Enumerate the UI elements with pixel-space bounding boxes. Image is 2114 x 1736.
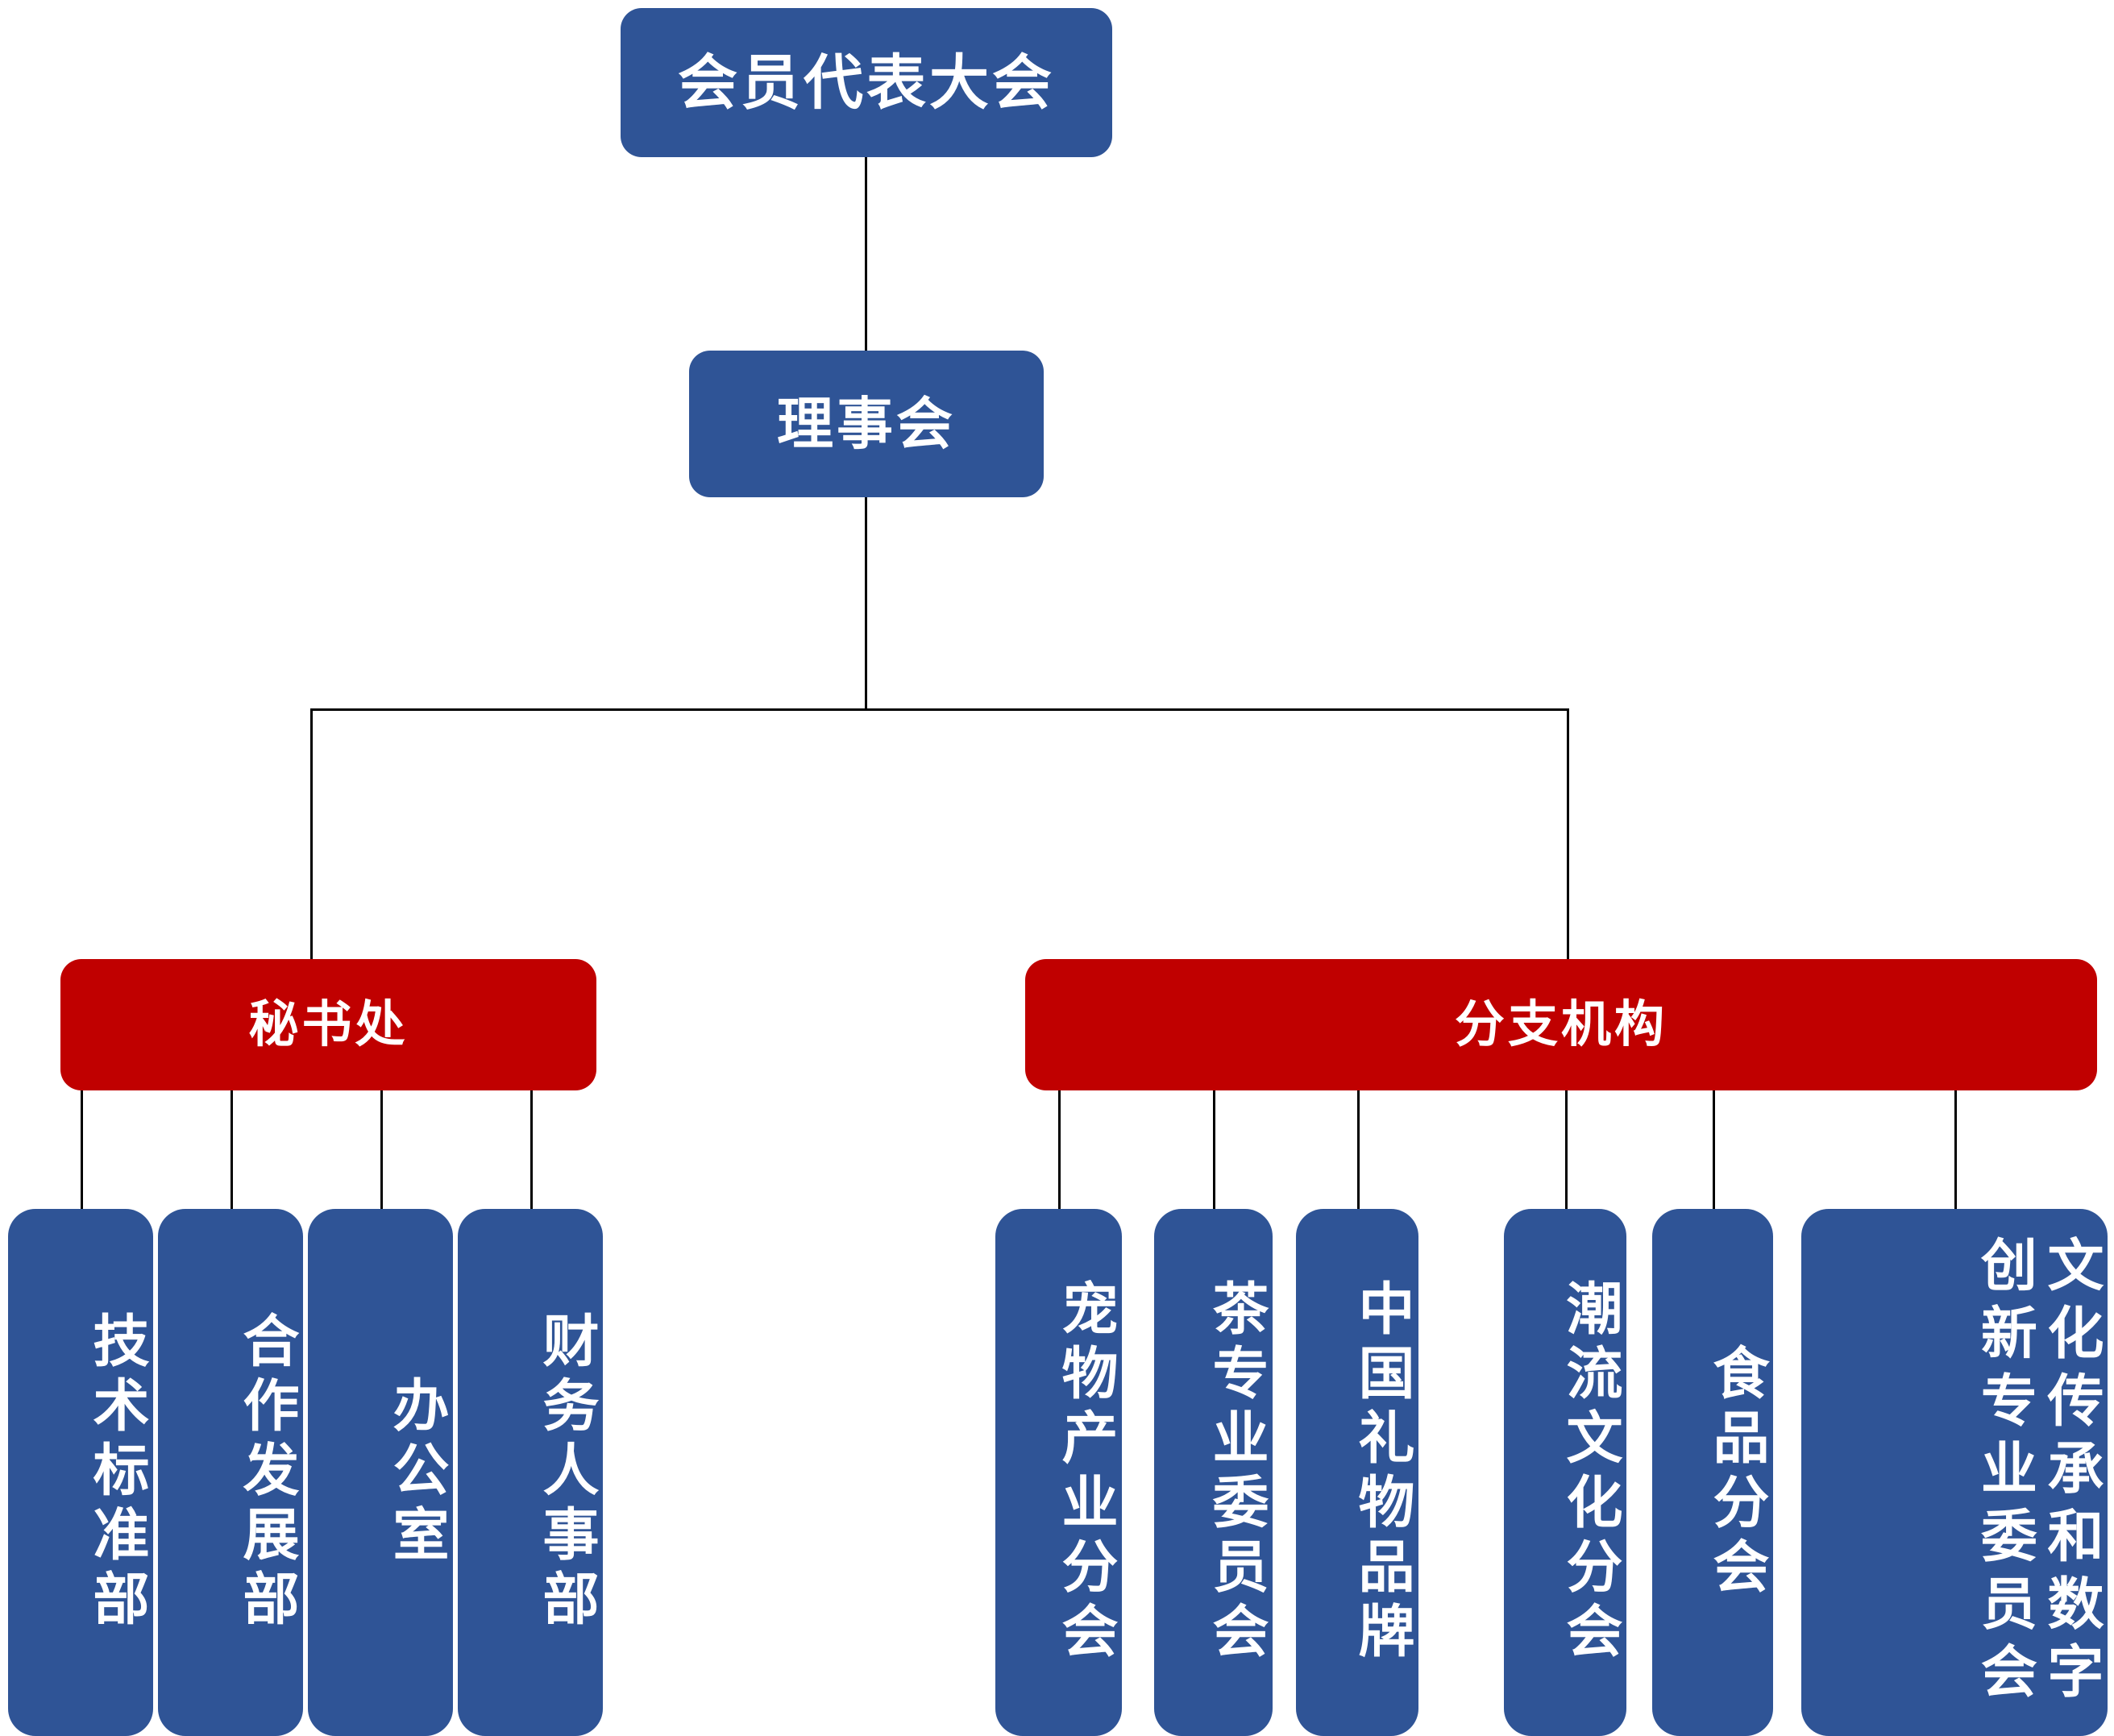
node-office[interactable]: 办公室 [308,1209,453,1736]
connector-bus-to-branches [1567,708,1569,960]
connector-branches-to-culture [1954,1090,1957,1211]
node-food-branch[interactable]: 食品分会 [1652,1209,1773,1736]
connector-branches-to-pet [1058,1090,1061,1211]
node-trend-culture-branch[interactable]: 潮流文化分会 [1504,1209,1626,1736]
connector-secretariat-to-coop [231,1090,233,1211]
connector-council-bus [310,708,1569,711]
node-technical-standards-dept[interactable]: 技术标准部 [8,1209,153,1736]
node-secretariat[interactable]: 秘书处 [60,959,596,1090]
connector-bus-to-secretariat [310,708,313,960]
connector-secretariat-to-finance [530,1090,533,1211]
node-finance-hr-dept[interactable]: 财务人事部 [458,1209,603,1736]
node-pet-industry-branch[interactable]: 宠物产业分会 [995,1209,1122,1736]
connector-secretariat-to-tech [81,1090,83,1211]
connector-assembly-to-council [865,157,867,352]
node-council[interactable]: 理事会 [689,351,1044,497]
connector-council-stem [865,497,867,711]
connector-branches-to-gift [1357,1090,1360,1211]
connector-secretariat-to-office [380,1090,383,1211]
node-branch-organizations[interactable]: 分支机构 [1025,959,2097,1090]
node-members-assembly[interactable]: 会员代表大会 [621,8,1112,157]
node-china-gift-brand[interactable]: 中国礼物品牌 [1296,1209,1418,1736]
connector-branches-to-food [1713,1090,1715,1211]
connector-branches-to-trend [1565,1090,1568,1211]
node-cooperation-development-dept[interactable]: 合作发展部 [158,1209,303,1736]
node-cultural-heritage-digital-innovation-committee[interactable]: 文化传承和数字创新专业委员会 [1801,1209,2108,1736]
connector-branches-to-tea [1213,1090,1215,1211]
node-tea-professional-committee[interactable]: 茶专业委员会 [1154,1209,1273,1736]
